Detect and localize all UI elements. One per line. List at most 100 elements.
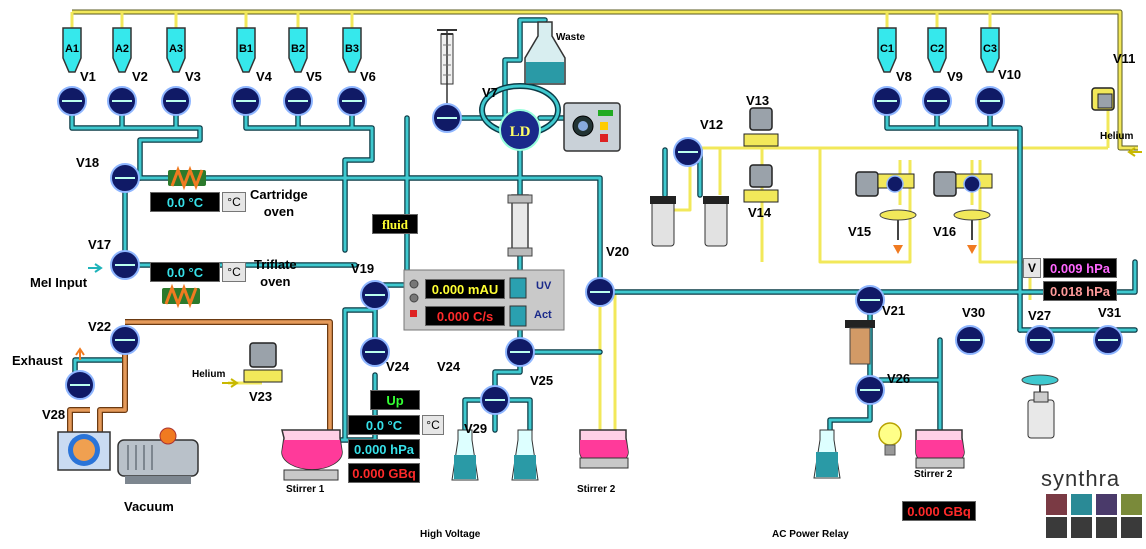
reactor-3-activity-display: 0.000 GBq [902,501,976,521]
valve-label-v20: V20 [606,244,630,259]
reagent-vial-c1: C1 [877,27,897,73]
valve-label-v6: V6 [360,69,376,84]
uv-label: UV [536,280,552,292]
reagent-label-a2: A2 [115,43,129,55]
v28-valve[interactable] [65,370,95,400]
v17-valve[interactable] [110,250,140,280]
cartridge-oven-unit-button[interactable]: °C [222,192,246,212]
valve-label-v5: V5 [306,69,322,84]
reagent-vial-a2: A2 [112,27,132,73]
v10-valve[interactable] [975,86,1005,116]
helium-label-left: Helium [192,369,226,380]
v14-gas-valve[interactable] [743,164,779,203]
valve-label-v21: V21 [882,303,906,318]
v11-gas-valve[interactable] [1091,87,1115,111]
v29-valve[interactable] [480,385,510,415]
reactor-1-pressure-display: 0.000 hPa [348,439,420,459]
v2-valve[interactable] [107,86,137,116]
mei-input-arrow-icon [88,263,103,273]
vacuum-pump-icon [117,427,199,484]
valve-label-v17: V17 [88,237,112,252]
valve-label-v4: V4 [256,69,272,84]
waste-bottle-icon [524,21,566,85]
light-bulb-icon[interactable] [878,422,902,456]
v24-valve[interactable] [360,337,390,367]
v-toggle-button[interactable]: V [1023,258,1041,278]
reagent-vials: A1 A2 A3 B1 B2 B3 C1 C2 C3 [62,27,1000,73]
reactor-1 [281,429,343,481]
cartridge-heater-icon [168,165,206,191]
helium-lines [70,10,1138,440]
valve-label-v10: V10 [998,67,1022,82]
valve-label-v13: V13 [746,93,770,108]
v15-gas-valve[interactable] [855,171,915,197]
v13-gas-valve[interactable] [743,107,779,147]
reagent-vial-a1: A1 [62,27,82,73]
act-cps-display: 0.000 C/s [425,306,505,326]
reagent-vial-c3: C3 [980,27,1000,73]
hplc-pump-icon[interactable] [563,102,621,152]
valve-label-v23: V23 [249,389,273,404]
v22-valve[interactable] [110,325,140,355]
valve-label-v11: V11 [1113,51,1136,66]
syringe-icon[interactable] [437,29,457,110]
v23-gas-valve[interactable] [243,342,283,383]
valve-label-v9: V9 [947,69,963,84]
ld-injector-valve[interactable] [479,83,561,151]
reactor-1-temp-display: 0.0 °C [348,415,420,435]
v19-valve[interactable] [360,280,390,310]
reactor-2 [579,429,629,469]
v6-valve[interactable] [337,86,367,116]
v1-valve[interactable] [57,86,87,116]
helium-label-right: Helium [1100,131,1134,142]
valve-label-v16: V16 [933,224,957,239]
v3-valve[interactable] [161,86,191,116]
reagent-label-b2: B2 [291,43,305,55]
v31-valve[interactable] [1093,325,1123,355]
reagent-vial-b1: B1 [236,27,256,73]
reagent-vial-c2: C2 [927,27,947,73]
valve-label-v31: V31 [1098,305,1122,320]
reagent-vial-b2: B2 [288,27,308,73]
v18-valve[interactable] [110,163,140,193]
exhaust-arrow-icon [75,347,85,360]
high-voltage-label: High Voltage [420,529,481,540]
v26-valve[interactable] [855,375,885,405]
stirrer-2-label-mid: Stirrer 2 [577,484,616,495]
vial-v12-left [650,196,676,247]
valve-label-v30: V30 [962,305,986,320]
valve-label-v7: V7 [482,85,498,100]
valve-label-v8: V8 [896,69,912,84]
reagent-vial-b3: B3 [342,27,362,73]
v27-valve[interactable] [1025,325,1055,355]
v16-ring[interactable] [963,175,981,193]
valve-label-v22: V22 [88,319,112,334]
v12-valve[interactable] [673,137,703,167]
ld-label: LD [510,124,531,140]
v9-valve[interactable] [922,86,952,116]
v21-valve[interactable] [855,285,885,315]
helium-arrow-right-icon [1127,147,1142,157]
reactor-1-unit-button[interactable]: °C [422,415,444,435]
triflate-oven-temp-display: 0.0 °C [150,262,220,282]
liquid-lines [70,18,1137,442]
reagent-label-a3: A3 [169,43,183,55]
cartridge-oven-label: Cartridge oven [250,187,308,219]
v7-valve[interactable] [432,103,462,133]
v30-valve[interactable] [955,325,985,355]
valve-label-v15: V15 [848,224,872,239]
pressure-display-1: 0.009 hPa [1043,258,1117,278]
v20-valve[interactable] [585,277,615,307]
vacuum-lines-outline [67,319,333,445]
v5-valve[interactable] [283,86,313,116]
v8-valve[interactable] [872,86,902,116]
v16-gas-valve[interactable] [933,171,993,197]
v25-valve[interactable] [505,337,535,367]
cartridge-oven-temp-display: 0.0 °C [150,192,220,212]
triflate-oven-unit-button[interactable]: °C [222,262,246,282]
v15-ring[interactable] [886,175,904,193]
uv-mau-display: 0.000 mAU [425,279,505,299]
v4-valve[interactable] [231,86,261,116]
